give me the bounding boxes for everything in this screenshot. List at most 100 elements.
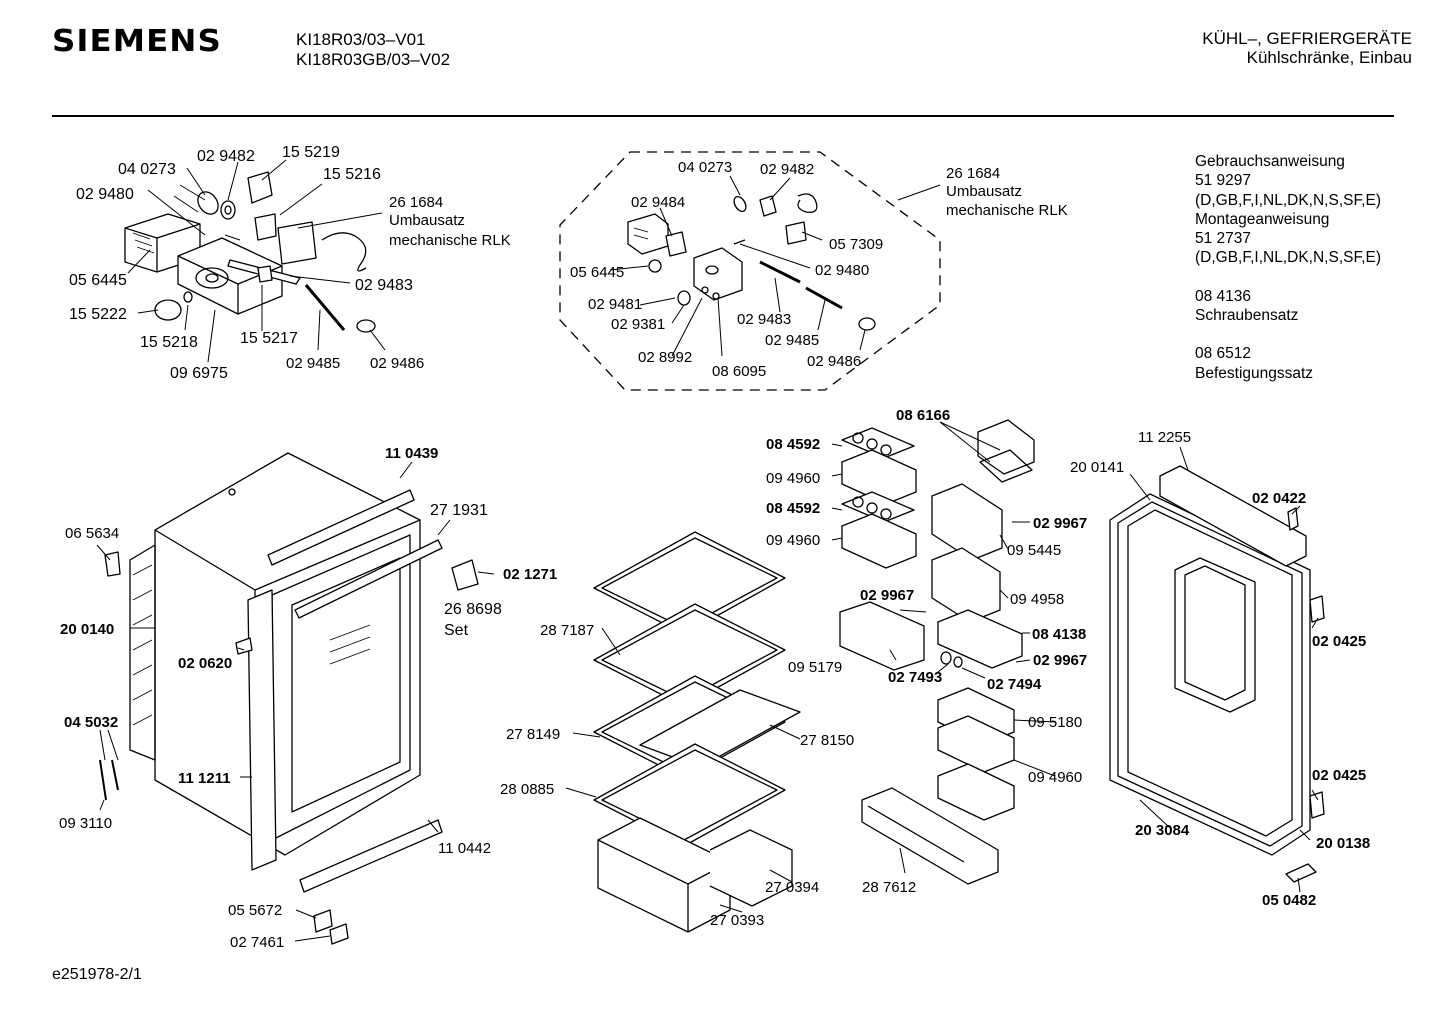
part-number: 02 9481	[588, 296, 642, 313]
part-number: 02 9480	[76, 186, 134, 203]
part-number: 05 0482	[1262, 892, 1316, 909]
doc-label: Montageanweisung	[1195, 210, 1330, 228]
part-number: 02 9483	[355, 277, 413, 294]
part-number: 02 7493	[888, 669, 942, 686]
callout-labels: 04 0273 02 9482 15 5219 15 5216 02 9480 …	[59, 144, 1370, 951]
part-number: 08 6095	[712, 363, 766, 380]
part-number: 02 9967	[860, 587, 914, 604]
part-number: 05 6445	[69, 272, 127, 289]
part-number: 11 0442	[438, 840, 491, 857]
part-number: 27 8150	[800, 732, 854, 749]
model-number-1: KI18R03/03–V01	[296, 30, 426, 49]
header-divider	[52, 115, 1394, 117]
part-description: Set	[444, 622, 469, 639]
part-number: 08 6166	[896, 407, 950, 424]
doc-number: 51 9297	[1195, 172, 1252, 190]
doc-label: Schraubensatz	[1195, 307, 1299, 325]
door-drawing	[1109, 465, 1325, 883]
part-number: 02 1271	[503, 566, 557, 583]
part-number: 27 8149	[506, 726, 560, 743]
part-number: 09 5445	[1007, 542, 1061, 559]
part-number: 08 4592	[766, 436, 820, 453]
part-number: 02 7494	[987, 676, 1042, 693]
kit-boundary	[559, 151, 941, 391]
glass-shelves-drawing	[593, 531, 801, 933]
part-number: 06 5634	[65, 525, 119, 542]
part-number: 09 5179	[788, 659, 842, 676]
part-number: 05 5672	[228, 902, 282, 919]
leader-lines	[96, 159, 1319, 942]
doc-number: 08 6512	[1195, 345, 1252, 363]
part-number: 05 7309	[829, 236, 883, 253]
part-number: 02 0425	[1312, 767, 1366, 784]
part-number: 15 5219	[282, 144, 340, 161]
part-number: 02 9486	[370, 355, 424, 372]
part-number: 02 9381	[611, 316, 665, 333]
brand-logo: SIEMENS	[52, 24, 222, 59]
part-number: 02 9480	[815, 262, 869, 279]
doc-label: Befestigungssatz	[1195, 364, 1314, 382]
category-title: KÜHL–, GEFRIERGERÄTE	[1202, 29, 1412, 48]
part-number: 09 5180	[1028, 714, 1082, 731]
part-number: 20 0138	[1316, 835, 1370, 852]
part-number: 15 5216	[323, 166, 381, 183]
part-number: 26 1684	[946, 165, 1000, 182]
part-number: 15 5218	[140, 334, 198, 351]
part-number: 27 0393	[710, 912, 764, 929]
part-number: 11 0439	[385, 445, 438, 462]
part-number: 20 0141	[1070, 459, 1124, 476]
part-number: 02 9482	[197, 148, 255, 165]
part-number: 28 7187	[540, 622, 594, 639]
part-number: 02 8992	[638, 349, 692, 366]
part-number: 02 9483	[737, 311, 791, 328]
part-number: 20 0140	[60, 621, 114, 638]
part-description: mechanische RLK	[946, 202, 1068, 219]
part-number: 20 3084	[1135, 822, 1190, 839]
doc-number: 51 2737	[1195, 230, 1252, 248]
part-number: 15 5222	[69, 306, 127, 323]
documents-list: Gebrauchsanweisung 51 9297 (D,GB,F,I,NL,…	[1195, 152, 1381, 383]
part-number: 04 0273	[118, 161, 176, 178]
part-number: 11 2255	[1138, 429, 1191, 446]
part-number: 02 9485	[765, 332, 819, 349]
part-number: 26 8698	[444, 601, 502, 618]
part-number: 02 9486	[807, 353, 861, 370]
cabinet-drawing	[99, 452, 479, 945]
category-subtitle: Kühlschränke, Einbau	[1246, 48, 1412, 67]
part-number: 05 6445	[570, 264, 624, 281]
part-number: 09 4958	[1010, 591, 1064, 608]
part-number: 02 0422	[1252, 490, 1306, 507]
kit-parts-drawing	[627, 193, 876, 331]
doc-languages: (D,GB,F,I,NL,DK,N,S,SF,E)	[1195, 191, 1382, 209]
part-number: 09 6975	[170, 365, 228, 382]
part-number: 02 0620	[178, 655, 232, 672]
part-description: mechanische RLK	[389, 232, 511, 249]
part-number: 08 4592	[766, 500, 820, 517]
part-number: 09 4960	[766, 532, 820, 549]
part-number: 09 4960	[766, 470, 820, 487]
part-number: 04 5032	[64, 714, 118, 731]
part-number: 27 1931	[430, 502, 488, 519]
part-number: 28 7612	[862, 879, 916, 896]
part-number: 02 9967	[1033, 515, 1087, 532]
doc-label: Gebrauchsanweisung	[1195, 153, 1345, 170]
part-number: 15 5217	[240, 330, 298, 347]
part-number: 02 7461	[230, 934, 284, 951]
part-number: 04 0273	[678, 159, 732, 176]
doc-number: 08 4136	[1195, 287, 1252, 305]
thermostat-assembly-drawing	[124, 171, 376, 333]
part-number: 28 0885	[500, 781, 554, 798]
part-number: 02 9967	[1033, 652, 1087, 669]
part-number: 09 3110	[59, 815, 112, 832]
part-description: Umbausatz	[946, 183, 1022, 200]
part-number: 02 9485	[286, 355, 340, 372]
part-description: Umbausatz	[389, 212, 465, 229]
model-number-2: KI18R03GB/03–V02	[296, 50, 451, 69]
part-number: 09 4960	[1028, 769, 1082, 786]
part-number: 26 1684	[389, 194, 443, 211]
document-id: e251978-2/1	[52, 966, 142, 983]
part-number: 27 0394	[765, 879, 819, 896]
door-shelves-drawing	[839, 419, 1035, 885]
